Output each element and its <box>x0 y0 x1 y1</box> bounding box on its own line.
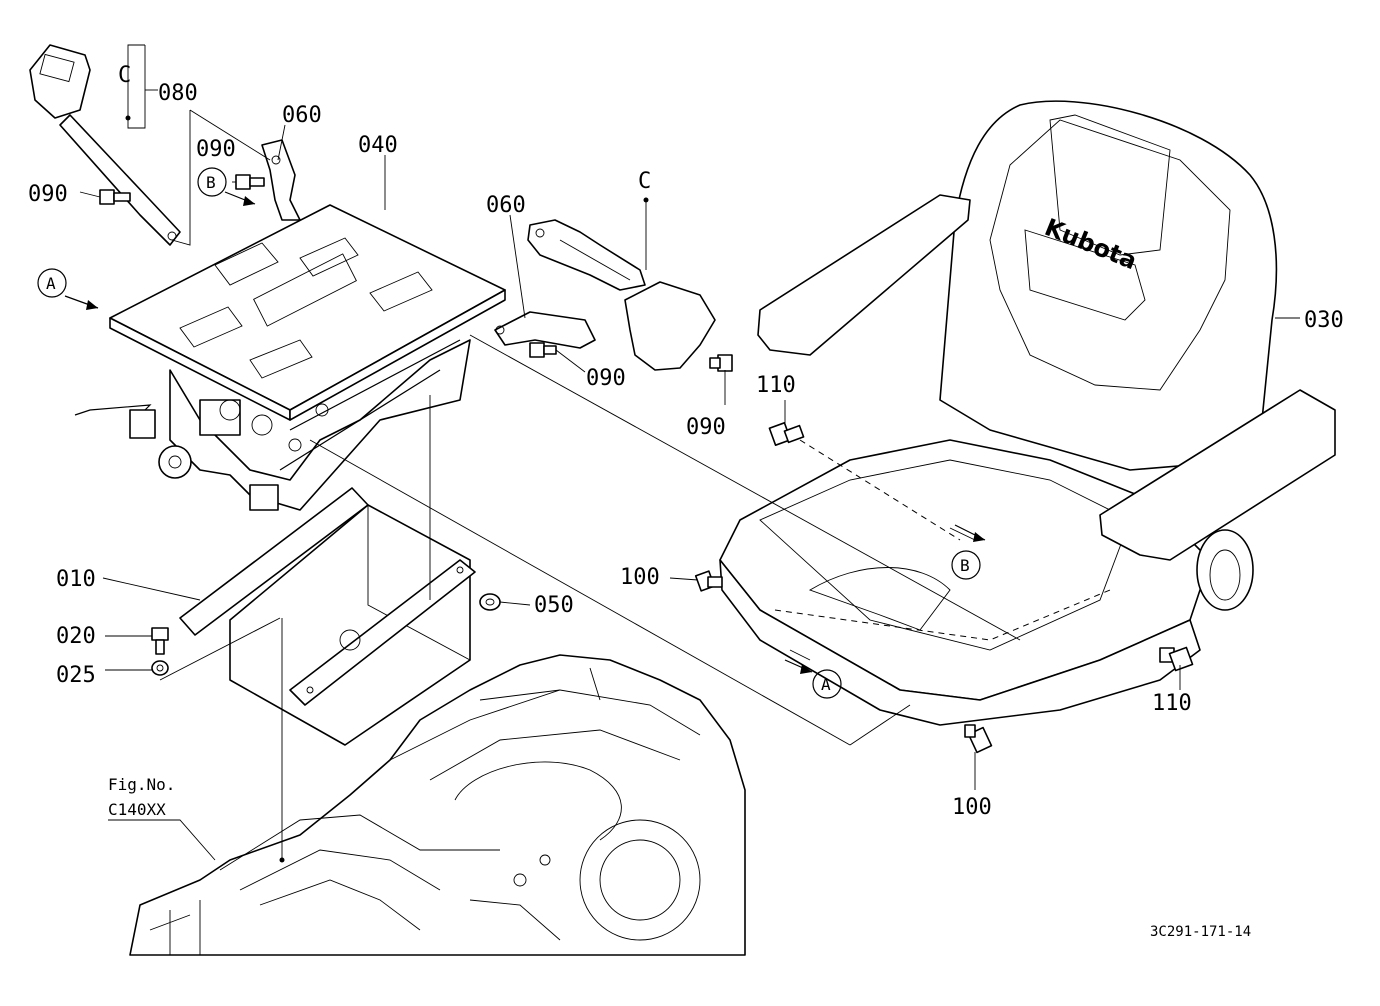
label-020: 020 <box>56 624 96 649</box>
label-110-top: 110 <box>756 373 796 398</box>
fig-reference: C140XX <box>108 800 166 819</box>
bolt-090-c <box>529 342 557 358</box>
transmission-housing <box>129 654 746 956</box>
bolt-100-left <box>694 570 723 592</box>
leader-lines <box>64 44 1300 863</box>
seat-suspension-040 <box>74 204 506 511</box>
washer-025 <box>151 660 169 676</box>
ref-circle-b-seat <box>951 550 981 580</box>
seat-belt-buckle-080 <box>29 44 181 246</box>
bolt-110-bottom <box>1159 646 1194 672</box>
label-030: 030 <box>1304 308 1344 333</box>
ref-a-left-text: A <box>46 274 56 293</box>
callout-c-belt: C <box>638 169 651 194</box>
label-090-b: 090 <box>196 137 236 162</box>
seat-belt-retractor <box>527 219 716 371</box>
label-050: 050 <box>534 593 574 618</box>
fig-no-label: Fig.No. <box>108 775 175 794</box>
ref-a-seat-text: A <box>821 675 831 694</box>
label-110-bottom: 110 <box>1152 691 1192 716</box>
bolt-090-a <box>99 189 131 205</box>
ref-circle-a-seat <box>812 669 842 699</box>
ref-circle-a-left <box>37 268 67 298</box>
label-090-c: 090 <box>586 366 626 391</box>
box-010 <box>179 487 476 746</box>
ref-b-left-text: B <box>206 173 216 192</box>
bolt-090-d <box>709 354 733 372</box>
ref-circle-b-left <box>197 167 227 197</box>
label-100-left: 100 <box>620 565 660 590</box>
label-060-right: 060 <box>486 193 526 218</box>
drawing-number: 3C291-171-14 <box>1150 924 1251 940</box>
label-080: 080 <box>158 81 198 106</box>
bolt-090-b <box>235 174 265 190</box>
label-025: 025 <box>56 663 96 688</box>
bracket-060-right <box>494 311 596 349</box>
label-040: 040 <box>358 133 398 158</box>
label-090-d: 090 <box>686 415 726 440</box>
callout-c-top: C <box>118 63 131 88</box>
label-010: 010 <box>56 567 96 592</box>
nut-050 <box>479 593 501 611</box>
operator-seat-030 <box>719 100 1336 726</box>
bracket-060-left <box>261 139 301 221</box>
label-060-left: 060 <box>282 103 322 128</box>
label-100-bottom: 100 <box>952 795 992 820</box>
label-090-a: 090 <box>28 182 68 207</box>
bolt-110-top <box>768 422 805 446</box>
bolt-100-bottom <box>964 724 993 754</box>
ref-b-seat-text: B <box>960 556 970 575</box>
bolt-020 <box>151 627 169 655</box>
